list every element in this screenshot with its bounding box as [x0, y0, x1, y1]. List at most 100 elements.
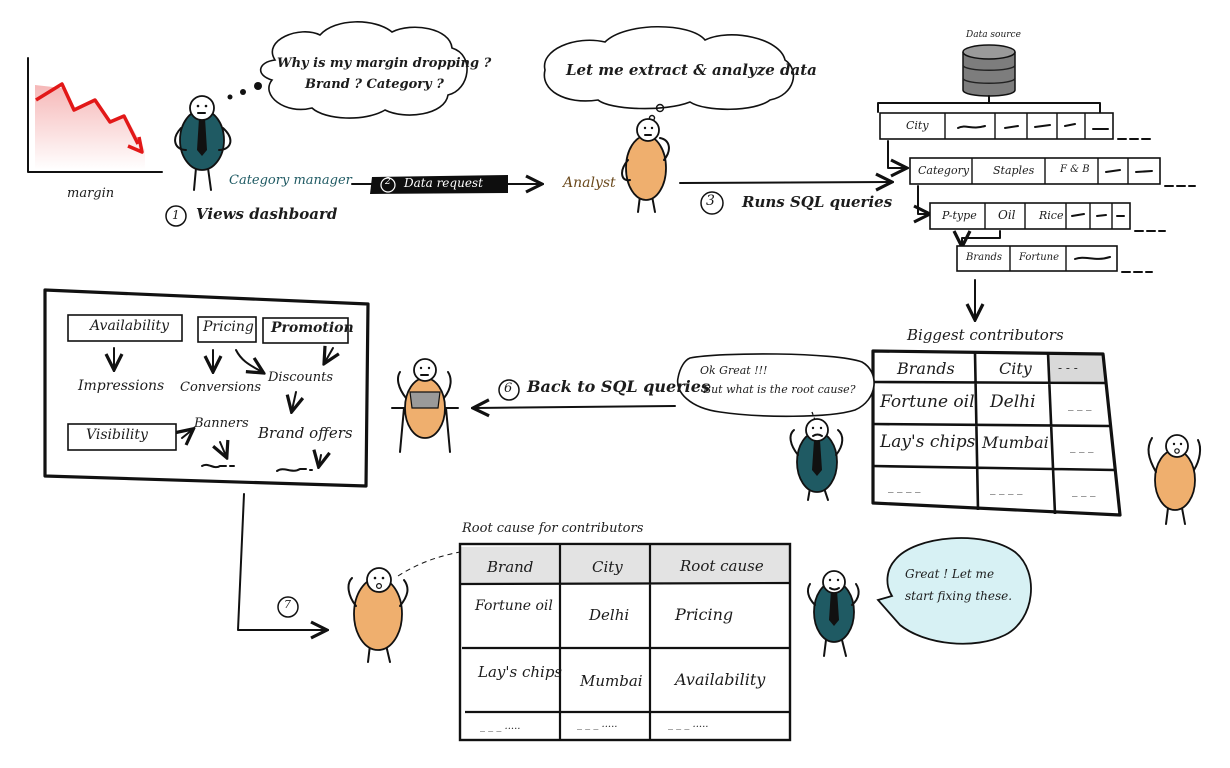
fnb-cell: F & B: [1060, 164, 1090, 175]
rootcause-cell: Fortune oil: [475, 598, 553, 614]
brands-header: Brands: [966, 252, 1003, 263]
city-header: City: [906, 119, 929, 132]
rootcause-header-brand: Brand: [487, 558, 534, 576]
data-request-label: Data request: [404, 176, 483, 190]
availability-box: Availability: [90, 318, 170, 334]
rootcause-cell: _ _ _ .....: [480, 721, 521, 732]
rootcause-cell: Pricing: [675, 605, 734, 624]
step7-circle: [277, 596, 299, 618]
step2-circle: [380, 177, 396, 193]
contributors-cell: _ _ _: [1070, 440, 1094, 453]
manager-happy-speech-line2: start fixing these.: [905, 589, 1013, 603]
contributors-header-city: City: [999, 359, 1032, 378]
thought-dot: [254, 82, 262, 90]
discounts-label: Discounts: [268, 370, 333, 385]
contributors-cell: Fortune oil: [880, 392, 975, 412]
data-source-label: Data source: [966, 30, 1021, 40]
contributors-table: [871, 349, 1122, 517]
step7-arrow: [237, 493, 325, 630]
margin-chart: [27, 57, 163, 173]
rootcause-cell: _ _ _ .....: [668, 719, 709, 730]
analyst-figure-2: [1147, 434, 1202, 525]
dashboard-panel: [43, 288, 370, 488]
fortune-cell: Fortune: [1019, 252, 1060, 263]
step3-circle: [700, 191, 724, 215]
category-manager-label: Category manager: [229, 173, 352, 188]
database-icon: [962, 44, 1016, 97]
oil-cell: Oil: [998, 208, 1016, 222]
rootcause-cell: _ _ _ .....: [577, 719, 618, 730]
analyst-figure-3: [347, 567, 409, 663]
manager-figure-3: [806, 570, 860, 657]
contributors-cell: _ _ _: [1072, 484, 1096, 497]
step1-circle: [165, 205, 187, 227]
contributors-header-brands: Brands: [897, 359, 955, 378]
analyst-figure: [621, 118, 670, 213]
margin-arrowhead: [127, 136, 144, 154]
step1-label: Views dashboard: [196, 205, 338, 223]
manager-thought-line1: Why is my margin dropping ?: [277, 56, 492, 71]
pricing-box: Pricing: [203, 319, 254, 335]
thought-dot: [227, 94, 233, 100]
staples-cell: Staples: [993, 164, 1035, 177]
manager-speech-line2: But what is the root cause?: [703, 383, 856, 396]
data-request-bar: [370, 175, 508, 194]
analyst-thought: Let me extract & analyze data: [566, 61, 817, 79]
back-arrow: [475, 406, 676, 408]
thought-dot: [655, 103, 665, 113]
analyst-at-laptop-figure: [391, 358, 459, 453]
sql-arrow: [679, 182, 890, 183]
step6-circle: [498, 379, 520, 401]
impressions-label: Impressions: [78, 378, 165, 394]
conversions-label: Conversions: [180, 380, 262, 395]
step6-label: Back to SQL queries: [527, 377, 710, 396]
manager-happy-speech-line1: Great ! Let me: [905, 567, 995, 581]
manager-happy-speech-bubble: [876, 537, 1032, 645]
contributors-cell: _ _ _ _: [888, 480, 921, 493]
manager-speech-line1: Ok Great !!!: [700, 364, 768, 377]
contributors-cell: Lay's chips: [880, 432, 976, 452]
step2-number: 2: [385, 177, 391, 187]
contributors-title: Biggest contributors: [907, 326, 1064, 344]
rootcause-title: Root cause for contributors: [462, 521, 644, 536]
analyst-label: Analyst: [563, 175, 616, 191]
contributors-cell: Delhi: [990, 392, 1036, 412]
ptype-header: P-type: [942, 209, 977, 222]
rootcause-cell: Delhi: [589, 606, 630, 624]
step6-number: 6: [504, 381, 513, 396]
city-row: [879, 112, 1114, 140]
step1-number: 1: [172, 208, 180, 222]
step3-number: 3: [706, 193, 715, 209]
rootcause-table: [458, 542, 792, 742]
category-manager-figure: [174, 95, 232, 191]
margin-area: [35, 85, 145, 170]
step3-label: Runs SQL queries: [742, 193, 893, 211]
rootcause-cell: Availability: [675, 670, 766, 689]
thought-dot: [240, 89, 246, 95]
rootcause-cell: Mumbai: [580, 672, 643, 690]
datasource-bracket: [877, 95, 1101, 113]
rootcause-header-root-cause: Root cause: [680, 557, 764, 575]
step7-number: 7: [284, 598, 291, 611]
contributors-cell: Mumbai: [982, 433, 1049, 452]
chart-axes: [27, 57, 163, 173]
rootcause-header-city: City: [592, 558, 623, 576]
brand-offers-label: Brand offers: [258, 424, 353, 442]
manager-speech-bubble: [676, 353, 875, 418]
manager-thought-cloud: [259, 21, 468, 119]
promotion-box: Promotion: [271, 320, 354, 336]
analyst-thought-cloud: [543, 25, 795, 111]
contributors-cell: _ _ _: [1068, 398, 1092, 411]
margin-line: [35, 82, 140, 145]
rootcause-cell: Lay's chips: [478, 663, 563, 681]
banners-label: Banners: [194, 416, 249, 431]
manager-thought-line2: Brand ? Category ?: [305, 77, 444, 92]
contributors-cell: _ _ _ _: [990, 482, 1023, 495]
dashed-pointer: [397, 551, 461, 577]
chart-axis-label: margin: [67, 186, 115, 201]
rice-cell: Rice: [1039, 209, 1064, 222]
category-header: Category: [918, 164, 970, 177]
ptype-row: [929, 202, 1131, 230]
visibility-box: Visibility: [86, 427, 148, 443]
manager-figure-2: [789, 418, 844, 501]
